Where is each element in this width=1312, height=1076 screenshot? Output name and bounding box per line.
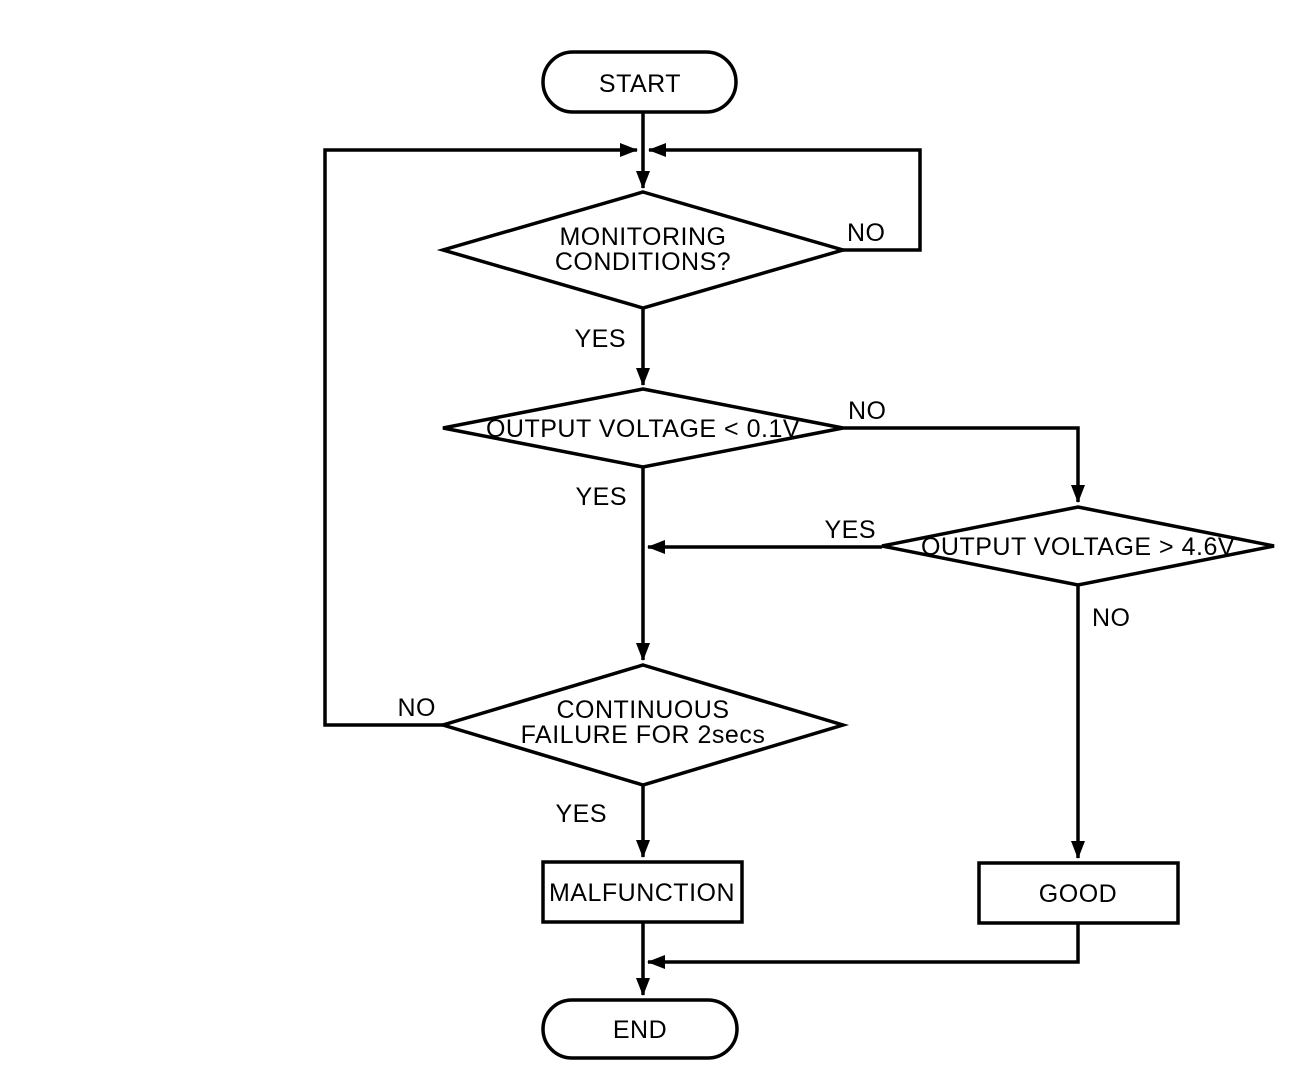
good-label: GOOD	[1039, 880, 1117, 908]
end-label: END	[613, 1016, 667, 1044]
edge-good-to-end	[647, 923, 1080, 969]
monitoring-conditions-decision	[436, 190, 850, 310]
continuous-failure-label-line1: CONTINUOUS	[556, 696, 729, 724]
output-voltage-high-label: OUTPUT VOLTAGE > 4.6V	[921, 533, 1235, 561]
edge-label-output-high-yes: YES	[824, 516, 876, 544]
edge-monitoring-no-loop	[648, 143, 922, 252]
edge-label-continuous-yes: YES	[555, 800, 607, 828]
output-voltage-low-decision	[442, 387, 844, 469]
monitoring-conditions-label-line2: CONDITIONS?	[555, 248, 731, 276]
edge-label-continuous-no: NO	[398, 694, 437, 722]
edges	[323, 112, 1085, 996]
continuous-failure-label-line2: FAILURE FOR 2secs	[521, 721, 766, 749]
output-voltage-high-decision	[881, 505, 1275, 587]
start-terminator	[541, 50, 738, 114]
output-voltage-low-label: OUTPUT VOLTAGE < 0.1V	[486, 415, 800, 443]
start-label: START	[599, 70, 681, 98]
monitoring-conditions-label-line1: MONITORING	[559, 223, 726, 251]
edge-continuous-no-loop	[323, 143, 638, 727]
edge-labels: NO YES NO YES YES NO NO YES	[398, 219, 1131, 828]
edge-label-output-low-yes: YES	[575, 483, 627, 511]
edge-label-monitoring-yes: YES	[574, 325, 626, 353]
good-process	[977, 861, 1180, 925]
nodes: START MONITORING CONDITIONS? OUTPUT VOLT…	[436, 50, 1275, 1060]
malfunction-label: MALFUNCTION	[549, 879, 735, 907]
continuous-failure-decision	[436, 663, 850, 787]
edge-output-low-no	[843, 426, 1085, 503]
malfunction-process	[541, 860, 744, 924]
edge-label-monitoring-no: NO	[847, 219, 886, 247]
edge-label-output-low-no: NO	[848, 397, 887, 425]
edge-label-output-high-no: NO	[1092, 604, 1131, 632]
end-terminator	[541, 998, 739, 1060]
